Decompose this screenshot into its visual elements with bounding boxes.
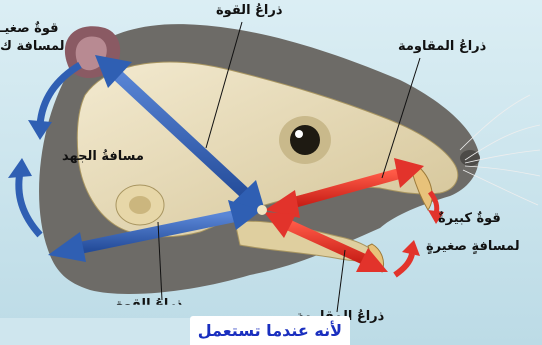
small-force-top-label-line2: لمسافة ك	[0, 40, 65, 55]
eye	[290, 125, 320, 155]
caption-text: لأنه عندما تستعمل	[190, 316, 350, 340]
force-arm-top-label: ذراعُ القوة	[216, 4, 283, 19]
large-force-label-line1: قوةٌ كبيرةٌ	[438, 212, 501, 227]
fulcrum-point	[257, 205, 267, 215]
resistance-arm-top-label: ذراعُ المقاومة	[398, 40, 486, 55]
effort-distance-label: مسافةُ الجهد	[62, 150, 144, 165]
caption-box: لأنه عندما تستعمل	[190, 316, 350, 345]
large-force-label-line2: لمسافةٍ صغيرةٍ	[426, 240, 520, 255]
small-force-top-label-line1: قوةٌ صغيـ	[0, 22, 59, 37]
